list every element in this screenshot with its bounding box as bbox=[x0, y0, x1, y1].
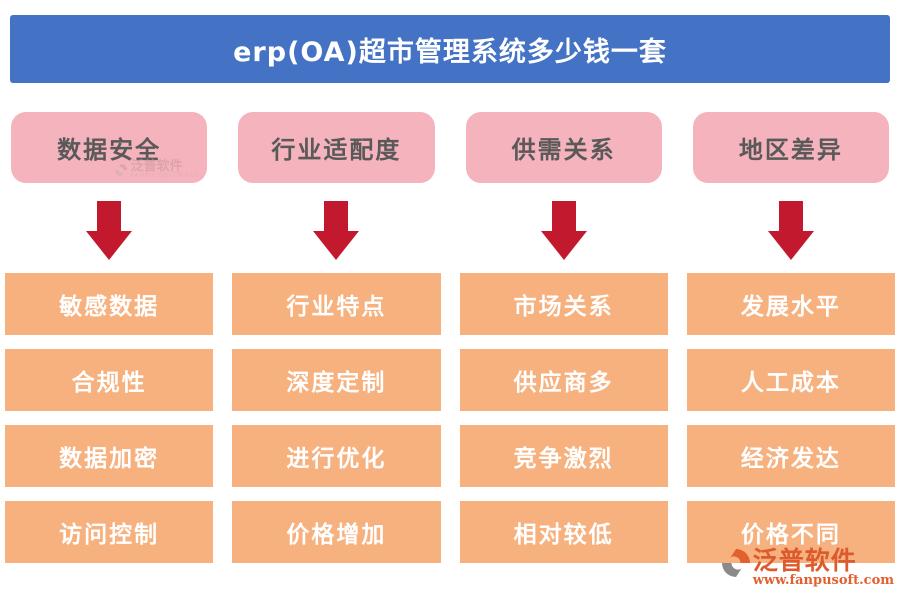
column-data-security: 数据安全 泛普软件 FANPU SOFTWARE 敏感数据 合规性 数据 bbox=[5, 112, 214, 577]
item-box: 行业特点 bbox=[232, 273, 441, 335]
brand-text: 泛普软件 www.fanpusoft.com bbox=[752, 546, 894, 589]
title-banner: erp(OA)超市管理系统多少钱一套 bbox=[10, 15, 890, 83]
item-label: 访问控制 bbox=[59, 522, 160, 548]
item-box: 相对较低 bbox=[459, 501, 668, 563]
page-title: erp(OA)超市管理系统多少钱一套 bbox=[233, 36, 667, 68]
down-arrow-icon bbox=[5, 183, 213, 273]
item-label: 人工成本 bbox=[740, 370, 841, 396]
item-box: 合规性 bbox=[5, 349, 214, 411]
item-label: 数据加密 bbox=[59, 446, 160, 472]
item-label: 深度定制 bbox=[286, 370, 387, 396]
column-supply-demand: 供需关系 市场关系 供应商多 竞争激烈 相对较低 bbox=[459, 112, 668, 577]
item-label: 供应商多 bbox=[513, 370, 614, 396]
item-box: 访问控制 bbox=[5, 501, 214, 563]
item-box: 进行优化 bbox=[232, 425, 441, 487]
item-box: 敏感数据 bbox=[5, 273, 214, 335]
fanpu-logo-icon bbox=[721, 549, 750, 577]
item-box: 供应商多 bbox=[459, 349, 668, 411]
column-header: 数据安全 泛普软件 FANPU SOFTWARE bbox=[11, 112, 208, 183]
down-arrow-icon bbox=[460, 183, 668, 273]
column-industry-fit: 行业适配度 行业特点 深度定制 进行优化 价格增加 bbox=[232, 112, 441, 577]
item-label: 行业特点 bbox=[286, 294, 387, 320]
item-label: 价格增加 bbox=[286, 522, 387, 548]
item-box: 数据加密 bbox=[5, 425, 214, 487]
column-header: 行业适配度 bbox=[238, 112, 435, 183]
fanpu-brand-logo: 泛普软件 www.fanpusoft.com bbox=[721, 546, 894, 589]
item-box: 人工成本 bbox=[686, 349, 895, 411]
down-arrow-icon bbox=[232, 183, 440, 273]
item-label: 敏感数据 bbox=[59, 294, 160, 320]
column-header-label: 行业适配度 bbox=[271, 136, 402, 164]
item-label: 合规性 bbox=[71, 370, 147, 396]
diagram-columns: 数据安全 泛普软件 FANPU SOFTWARE 敏感数据 合规性 数据 bbox=[5, 112, 895, 577]
column-header-label: 供需关系 bbox=[511, 136, 616, 164]
item-label: 价格不同 bbox=[740, 522, 841, 548]
item-label: 进行优化 bbox=[286, 446, 387, 472]
item-label: 经济发达 bbox=[740, 446, 841, 472]
column-header-label: 数据安全 bbox=[57, 136, 162, 164]
column-header: 供需关系 bbox=[465, 112, 662, 183]
item-box: 发展水平 bbox=[686, 273, 895, 335]
brand-name: 泛普软件 bbox=[752, 546, 857, 575]
watermark-subtitle: FANPU SOFTWARE bbox=[130, 172, 200, 179]
item-box: 价格不同 bbox=[686, 501, 895, 563]
brand-url: www.fanpusoft.com bbox=[752, 573, 894, 589]
item-label: 相对较低 bbox=[513, 522, 614, 548]
column-regional-difference: 地区差异 发展水平 人工成本 经济发达 价格不同 bbox=[686, 112, 895, 577]
item-box: 竞争激烈 bbox=[459, 425, 668, 487]
item-label: 市场关系 bbox=[513, 294, 614, 320]
column-header: 地区差异 bbox=[692, 112, 889, 183]
column-header-label: 地区差异 bbox=[738, 136, 843, 164]
item-box: 价格增加 bbox=[232, 501, 441, 563]
item-box: 经济发达 bbox=[686, 425, 895, 487]
item-label: 发展水平 bbox=[740, 294, 841, 320]
item-box: 深度定制 bbox=[232, 349, 441, 411]
down-arrow-icon bbox=[687, 183, 895, 273]
item-label: 竞争激烈 bbox=[513, 446, 614, 472]
item-box: 市场关系 bbox=[459, 273, 668, 335]
